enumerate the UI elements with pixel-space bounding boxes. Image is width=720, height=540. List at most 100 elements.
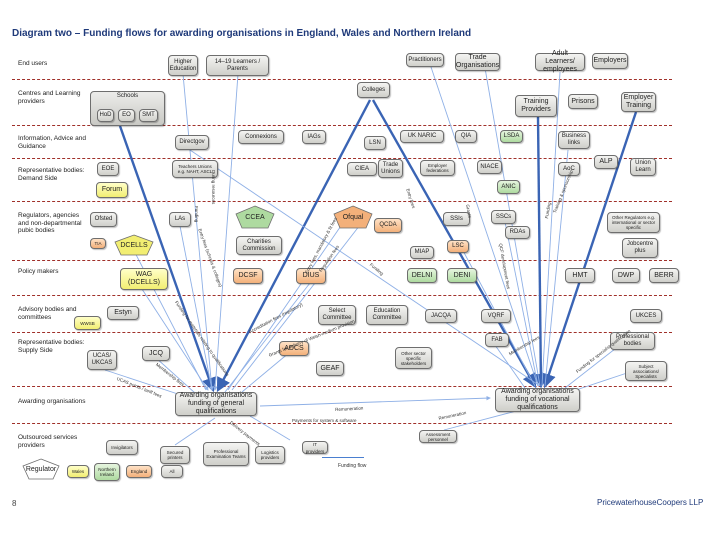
row-label-regulators: Regulators, agencies and non-departmenta…	[18, 212, 82, 234]
node-ccea: CCEA	[235, 205, 275, 229]
node-training-providers: Training Providers	[515, 95, 557, 117]
regulator-pentagon-shape	[114, 234, 154, 256]
flow-learners-to-ao-general	[213, 73, 239, 391]
flow-ao-vocational-to-assessment	[443, 409, 521, 431]
flow-label-funding: Funding	[194, 206, 199, 223]
flow-higher-ed-to-ao-general	[182, 73, 213, 391]
divider	[12, 423, 672, 424]
node-select-committee: Select Committee	[318, 305, 356, 325]
row-label-centres: Centres and Learning providers	[18, 90, 81, 105]
flow-adult-to-ao-vocational	[541, 71, 561, 387]
regulator-pentagon-shape	[235, 205, 275, 229]
node-employer-federations: Employer federations	[420, 160, 455, 176]
divider	[12, 79, 672, 80]
flow-ao-general-to-it	[249, 415, 291, 441]
node-anic: ANIC	[497, 180, 520, 194]
node-jobcentre-plus: Jobcentre plus	[622, 238, 658, 258]
page-number: 8	[12, 499, 17, 508]
divider	[12, 332, 672, 333]
node-jacqa: JACQA	[425, 309, 457, 323]
legend-funding-flow-line	[322, 457, 364, 458]
legend-funding-flow-label: Funding flow	[338, 463, 367, 469]
node-employers: Employers	[592, 53, 628, 69]
flow-qcda-to-ao-general	[231, 224, 361, 391]
row-label-iag: Information, Advice and Guidance	[18, 135, 86, 150]
node-rdas: RDAs	[505, 226, 530, 239]
legend-regulator: Regulator	[22, 458, 60, 480]
flow-directgov-to-ao	[189, 149, 541, 387]
node-dcsf: DCSF	[233, 268, 263, 284]
row-label-policy: Policy makers	[18, 268, 59, 275]
node-geaf: GEAF	[316, 361, 344, 376]
node-secured-printers: Secured printers	[160, 446, 190, 464]
ccea-label: CCEA	[245, 213, 265, 221]
flow-adcs-to-ao-general	[241, 351, 291, 393]
node-adult-learners: Adult Learners/ employees	[535, 50, 585, 73]
node-deni: DENI	[447, 268, 477, 283]
ofqual-label: Ofqual	[342, 213, 364, 221]
node-dwp: DWP	[612, 268, 640, 283]
divider	[12, 158, 672, 159]
flow-dius-to-ao-general	[224, 282, 311, 393]
row-label-awarding: Awarding organisations	[18, 398, 86, 405]
flow-dcells-to-ao-general	[129, 242, 207, 391]
node-logistics-providers: Logistics providers	[255, 446, 285, 464]
divider	[12, 125, 672, 126]
node-qcda: QCDA	[374, 218, 402, 233]
node-colleges: Colleges	[357, 82, 390, 98]
node-las: LAs	[169, 212, 191, 227]
node-union-learn: Union Learn	[630, 158, 656, 176]
node-connexions: Connexions	[238, 130, 284, 144]
schools-label: Schools	[116, 93, 139, 99]
node-other-sector-stakeholders: Other sector specific stakeholders	[395, 347, 432, 369]
node-dcells: DCELLS	[114, 234, 154, 256]
node-lsn: LSN	[364, 136, 386, 150]
flow-fab-to-ao-vocational	[494, 344, 526, 389]
row-label-rep-demand: Representative bodies: Demand Side	[18, 167, 85, 182]
flow-sscs-to-ao-vocational	[504, 221, 539, 387]
node-assessment-personnel: Assessment personnel	[419, 430, 457, 443]
row-label-advisory: Advisory bodies and committees	[18, 306, 77, 321]
node-adcs: ADCS	[279, 341, 309, 356]
node-eo: EO	[118, 109, 135, 122]
divider	[12, 386, 672, 387]
node-prisons: Prisons	[568, 94, 598, 109]
node-tia: TIA	[90, 238, 106, 249]
node-ciea: CIEA	[347, 162, 377, 176]
node-teachers-unions: Teachers Unions e.g. NAHT, ASCL	[172, 160, 218, 178]
node-hod: HoD	[97, 109, 114, 122]
node-wwsb: WWSB	[74, 316, 101, 330]
flow-ao-general-to-outsourced	[174, 417, 216, 446]
flow-las-to-ao-general	[179, 225, 214, 391]
company-name: PricewaterhouseCoopers LLP	[597, 498, 704, 507]
node-ukces: UKCES	[630, 309, 662, 323]
node-lsc: LSC	[447, 240, 469, 253]
node-practitioners: Practitioners	[406, 53, 444, 67]
node-ucas: UCAS/ UKCAS	[87, 350, 117, 370]
legend-northern-ireland: Northern Ireland	[94, 463, 120, 481]
flow-ofqual-to-ao-general	[227, 219, 346, 391]
node-smt: SMT	[139, 109, 158, 122]
node-forum: Forum	[96, 182, 128, 198]
node-berr: BERR	[649, 268, 679, 283]
row-label-end-users: End users	[18, 60, 48, 67]
node-professional-examination-teams: Professional Examination Teams	[203, 442, 249, 466]
node-hmt: HMT	[565, 268, 595, 283]
flow-colleges-to-ao-general	[216, 99, 372, 393]
node-vqrf: VQRF	[481, 309, 511, 323]
node-iags: IAGs	[302, 130, 326, 144]
node-directgov: Directgov	[175, 135, 209, 150]
legend-pentagon-shape	[22, 458, 60, 480]
node-trade-unions: Trade Unions	[378, 159, 403, 178]
node-charities-commission: Charities Commission	[236, 236, 282, 255]
node-employer-training: Employer Training	[621, 92, 656, 112]
node-delni: DELNI	[407, 268, 437, 283]
page-title: Diagram two – Funding flows for awarding…	[12, 28, 472, 39]
node-other-regulators: Other Regulators e.g. international or s…	[607, 212, 660, 233]
flow-professional-to-ao-vocational	[564, 344, 621, 389]
node-wag: WAG (DCELLS)	[120, 268, 168, 290]
legend-wales: Wales	[67, 465, 89, 478]
node-fab: FAB	[485, 333, 509, 347]
node-qia: QIA	[455, 130, 477, 143]
